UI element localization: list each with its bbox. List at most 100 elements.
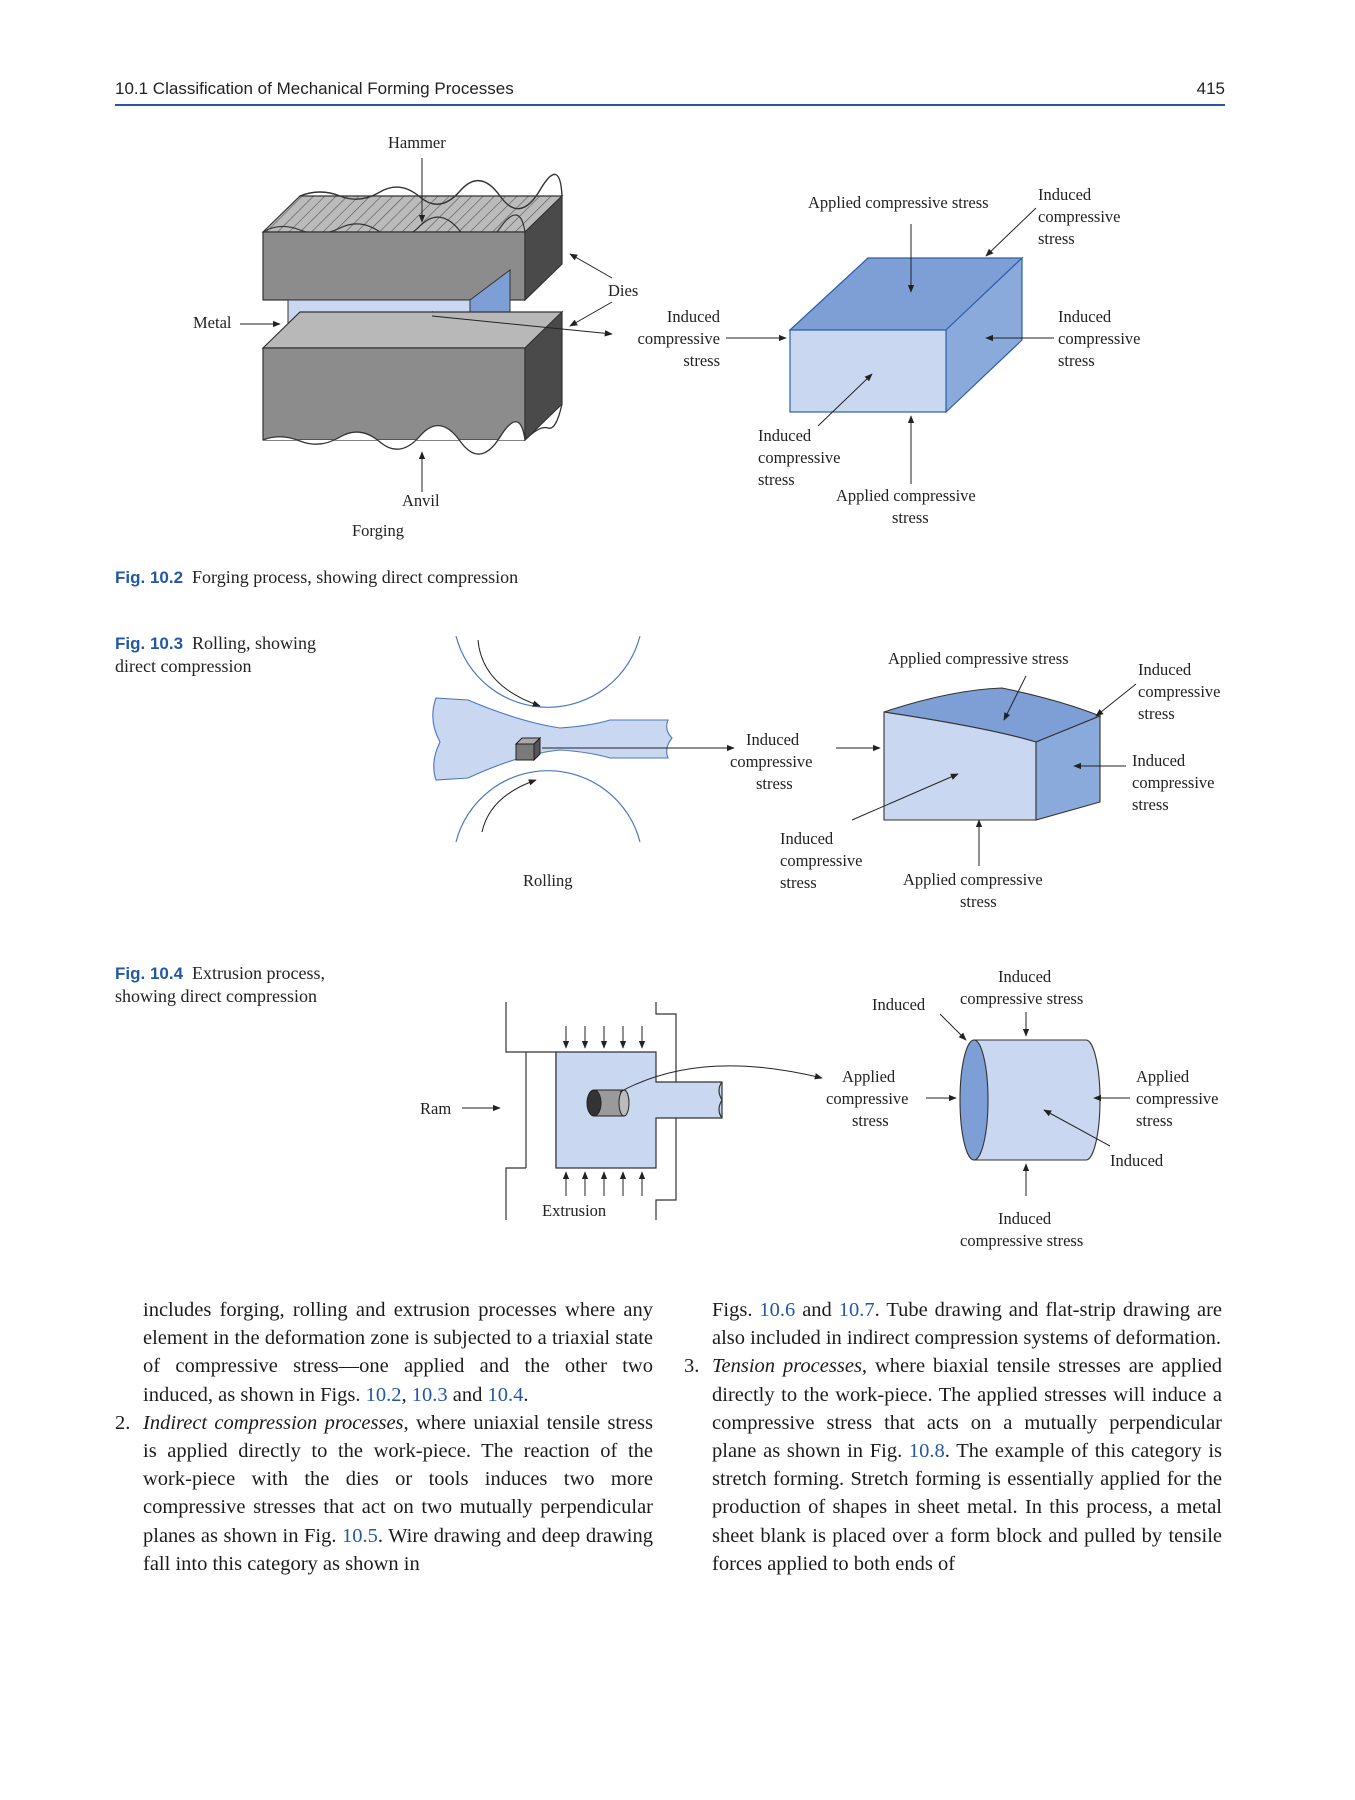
ext-induced-tl-arrow	[939, 1013, 967, 1041]
induced-left-1: Induced	[667, 307, 721, 326]
rolling-applied-bottom-1: Applied compressive	[903, 870, 1043, 889]
figure-10-3-rolling: Rolling Applied compressive stress Induc…	[432, 635, 1220, 911]
induced-bottom-3: stress	[758, 470, 795, 489]
rolling-induced-right-3: stress	[1132, 795, 1169, 814]
induced-tr-1: Induced	[1038, 185, 1092, 204]
induced-bottom-2: compressive	[758, 448, 840, 467]
figure-10-3-number: Fig. 10.3	[115, 634, 184, 653]
stress-cube	[788, 256, 1024, 414]
rolling-induced-left-3: stress	[756, 774, 793, 793]
rolling-induced-tr-2: compressive	[1138, 682, 1220, 701]
figure-10-3-line1: Rolling, showing	[192, 633, 317, 653]
rolling-stress-cube	[883, 687, 1102, 821]
rolling-applied-top: Applied compressive stress	[888, 649, 1069, 668]
ref-fig-10-3[interactable]: 10.3	[411, 1383, 448, 1406]
rolling-induced-bottom-2: compressive	[780, 851, 862, 870]
list-item-2: 2.Indirect compression processes, where …	[115, 1409, 653, 1578]
applied-top-label: Applied compressive stress	[808, 193, 989, 212]
ext-applied-left-1: Applied	[842, 1067, 896, 1086]
figure-10-4-caption: Fig. 10.4 Extrusion process, showing dir…	[115, 962, 325, 1008]
rolling-induced-tr-1: Induced	[1138, 660, 1192, 679]
rolled-strip	[432, 697, 673, 781]
induced-tr-3: stress	[1038, 229, 1075, 248]
list-item-2-title: Indirect compression processes	[143, 1411, 404, 1434]
ext-induced-br-arrow	[1043, 1109, 1111, 1147]
induced-left-3: stress	[683, 351, 720, 370]
upper-roll	[455, 635, 641, 708]
ext-applied-right-1: Applied	[1136, 1067, 1190, 1086]
hammer-die	[261, 173, 564, 302]
body-column-right: Figs. 10.6 and 10.7. Tube drawing and fl…	[684, 1296, 1222, 1578]
list-item-3-number: 3.	[684, 1355, 700, 1378]
list-item-3-title: Tension processes	[712, 1355, 862, 1378]
ext-induced-bottom-1: Induced	[998, 1209, 1052, 1228]
hammer-label: Hammer	[388, 133, 446, 152]
rolling-induced-right-1: Induced	[1132, 751, 1186, 770]
extrusion-pressure-arrows	[562, 1026, 646, 1196]
figure-10-3-line2: direct compression	[115, 656, 252, 676]
ext-applied-left-3: stress	[852, 1111, 889, 1130]
body-column-left: includes forging, rolling and extrusion …	[115, 1296, 653, 1578]
ref-fig-10-4[interactable]: 10.4	[487, 1383, 524, 1406]
ref-fig-10-7[interactable]: 10.7	[838, 1299, 875, 1321]
applied-bottom-1: Applied compressive	[836, 486, 976, 505]
list-item-3: 3.Tension processes, where biaxial tensi…	[684, 1352, 1222, 1578]
dies-arrow-lower	[569, 301, 613, 327]
rolling-induced-tr-arrow	[1095, 683, 1137, 717]
ext-applied-left-2: compressive	[826, 1089, 908, 1108]
metal-label: Metal	[193, 313, 232, 332]
rolling-label: Rolling	[523, 871, 573, 890]
induced-bottom-1: Induced	[758, 426, 812, 445]
rolling-induced-bottom-3: stress	[780, 873, 817, 892]
induced-left-2: compressive	[638, 329, 720, 348]
figure-10-4-extrusion: Ram Extrusion Induced Induced compressiv…	[420, 967, 1218, 1250]
anvil-die	[261, 310, 564, 455]
induced-right-2: compressive	[1058, 329, 1140, 348]
ram-label: Ram	[420, 1099, 451, 1118]
ext-induced-br: Induced	[1110, 1151, 1164, 1170]
figure-10-2-number: Fig. 10.2	[115, 568, 184, 587]
anvil-label: Anvil	[402, 491, 440, 510]
ext-induced-top-2: compressive stress	[960, 989, 1083, 1008]
rolling-induced-bottom-arrow	[851, 773, 959, 821]
extrusion-element-leader	[619, 1065, 823, 1093]
left-paragraph-1: includes forging, rolling and extrusion …	[143, 1299, 653, 1406]
rolling-applied-top-arrow	[1003, 675, 1027, 721]
running-header: 10.1 Classification of Mechanical Formin…	[115, 78, 1225, 106]
figure-10-4-line1: Extrusion process,	[192, 963, 326, 983]
figure-10-4-line2: showing direct compression	[115, 986, 317, 1006]
ext-applied-right-3: stress	[1136, 1111, 1173, 1130]
rolling-induced-left-1: Induced	[746, 730, 800, 749]
figure-10-4-number: Fig. 10.4	[115, 964, 184, 983]
ext-induced-top-1: Induced	[998, 967, 1052, 986]
induced-tr-2: compressive	[1038, 207, 1120, 226]
ext-applied-right-2: compressive	[1136, 1089, 1218, 1108]
page-number: 415	[1196, 79, 1225, 98]
element-leader	[431, 315, 613, 337]
rolling-induced-left-2: compressive	[730, 752, 812, 771]
figure-10-2-text: Forging process, showing direct compress…	[192, 567, 519, 587]
ref-fig-10-5[interactable]: 10.5	[341, 1524, 378, 1547]
ref-fig-10-2[interactable]: 10.2	[365, 1383, 402, 1406]
ext-induced-bottom-2: compressive stress	[960, 1231, 1083, 1250]
right-paragraph-1: Figs. 10.6 and 10.7. Tube drawing and fl…	[712, 1299, 1222, 1350]
rolling-applied-bottom-2: stress	[960, 892, 997, 911]
figure-10-2-forging: Hammer Metal Dies Anvil Forging Applied …	[193, 133, 1140, 540]
dies-label: Dies	[608, 281, 638, 300]
induced-right-3: stress	[1058, 351, 1095, 370]
figure-10-2-caption: Fig. 10.2 Forging process, showing direc…	[115, 566, 518, 589]
rolling-induced-bottom-1: Induced	[780, 829, 834, 848]
induced-right-1: Induced	[1058, 307, 1112, 326]
rolling-induced-right-2: compressive	[1132, 773, 1214, 792]
induced-bottom-arrow	[817, 373, 873, 427]
ext-induced-tl: Induced	[872, 995, 926, 1014]
upper-roll-rotation	[477, 639, 541, 707]
ref-fig-10-8[interactable]: 10.8	[908, 1440, 945, 1463]
lower-roll	[455, 770, 641, 843]
induced-tr-arrow	[985, 207, 1037, 257]
forging-label: Forging	[352, 521, 404, 540]
ref-fig-10-6[interactable]: 10.6	[759, 1299, 796, 1321]
lower-roll-rotation	[481, 779, 537, 833]
applied-bottom-2: stress	[892, 508, 929, 527]
section-title: 10.1 Classification of Mechanical Formin…	[115, 79, 514, 98]
